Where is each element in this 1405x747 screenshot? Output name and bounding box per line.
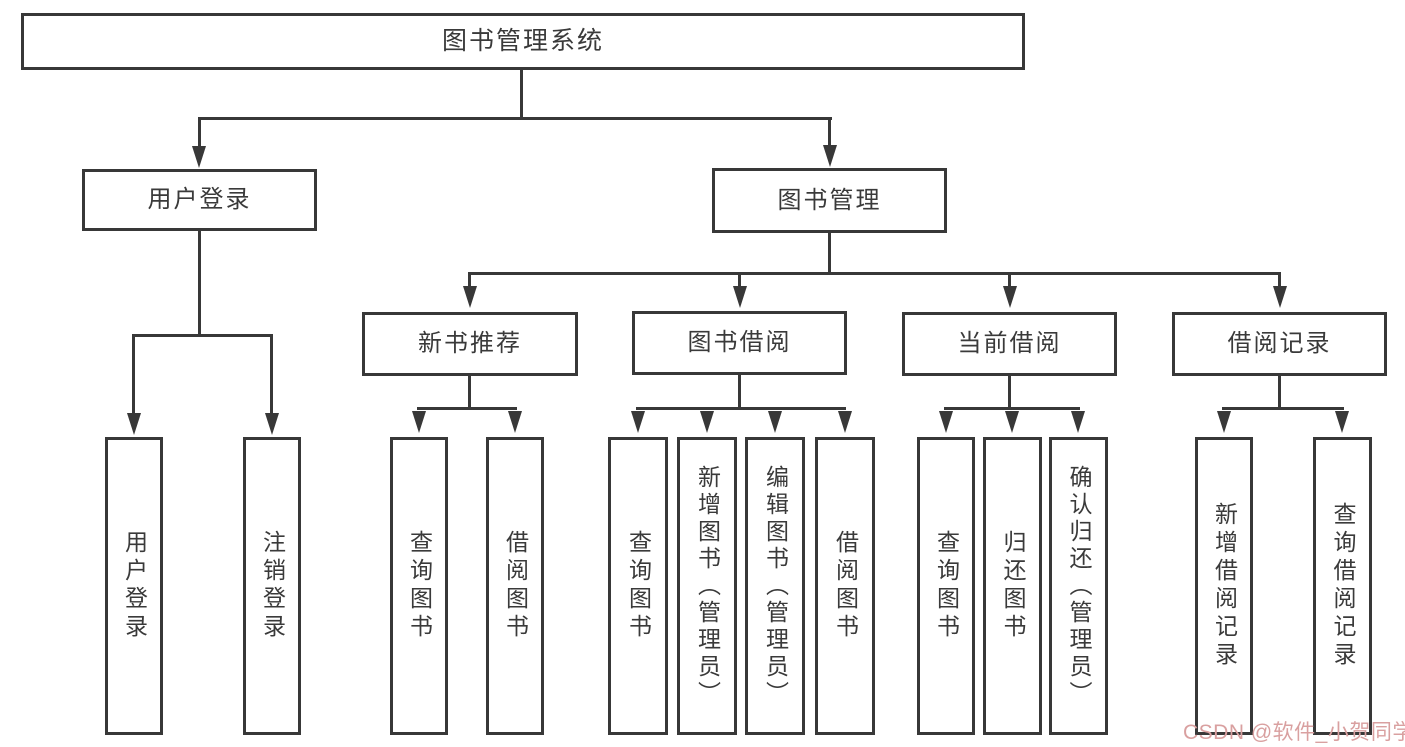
node-book-borrow: 图书借阅 bbox=[632, 311, 847, 375]
arrowhead-borrow bbox=[733, 286, 747, 308]
arrowhead-br2 bbox=[1335, 411, 1349, 433]
arrowhead-record bbox=[1273, 286, 1287, 308]
connector-stub-book-mgmt bbox=[828, 117, 831, 145]
arrowhead-ul2 bbox=[265, 413, 279, 435]
connector-stub-ul2 bbox=[270, 334, 273, 415]
arrowhead-bb1 bbox=[631, 411, 645, 433]
connector-stub-record bbox=[1278, 272, 1281, 288]
connector-user-login-stem bbox=[198, 231, 201, 337]
arrowhead-bb4 bbox=[838, 411, 852, 433]
node-user-login: 用户登录 bbox=[82, 169, 317, 231]
connector-borrow-stem bbox=[738, 375, 741, 410]
arrowhead-br1 bbox=[1217, 411, 1231, 433]
connector-user-login-branch bbox=[132, 334, 273, 337]
node-borrow-record: 借阅记录 bbox=[1172, 312, 1387, 376]
watermark: CSDN @软件_小贺同学 bbox=[1183, 721, 1405, 744]
arrowhead-cb2 bbox=[1005, 411, 1019, 433]
connector-stub-user-login bbox=[198, 117, 201, 146]
leaf-bb-edit-books-admin: 编辑图书（管理员） bbox=[745, 437, 805, 735]
arrowhead-bb3 bbox=[768, 411, 782, 433]
connector-rec-stem bbox=[468, 376, 471, 410]
leaf-br-query-record: 查询借阅记录 bbox=[1313, 437, 1372, 735]
connector-record-branch bbox=[1222, 407, 1344, 410]
arrowhead-ul1 bbox=[127, 413, 141, 435]
arrowhead-bb2 bbox=[700, 411, 714, 433]
leaf-cb-return-books: 归还图书 bbox=[983, 437, 1042, 735]
node-root: 图书管理系统 bbox=[21, 13, 1025, 70]
arrowhead-cb3 bbox=[1071, 411, 1085, 433]
leaf-cb-confirm-return-admin: 确认归还（管理员） bbox=[1049, 437, 1108, 735]
leaf-bb-add-books-admin: 新增图书（管理员） bbox=[677, 437, 737, 735]
leaf-bb-query-books: 查询图书 bbox=[608, 437, 668, 735]
connector-borrow-branch bbox=[636, 407, 846, 410]
arrowhead-current bbox=[1003, 286, 1017, 308]
connector-stub-rec bbox=[468, 272, 471, 288]
leaf-user-login: 用户登录 bbox=[105, 437, 163, 735]
leaf-br-add-record: 新增借阅记录 bbox=[1195, 437, 1253, 735]
connector-stub-borrow bbox=[738, 272, 741, 288]
arrowhead-user-login bbox=[192, 146, 206, 168]
leaf-rec-borrow-books: 借阅图书 bbox=[486, 437, 544, 735]
arrowhead-rec bbox=[463, 286, 477, 308]
connector-current-branch bbox=[944, 407, 1080, 410]
connector-book-mgmt-stem bbox=[828, 233, 831, 275]
leaf-rec-query-books: 查询图书 bbox=[390, 437, 448, 735]
connector-rec-branch bbox=[417, 407, 517, 410]
arrowhead-rec1 bbox=[412, 411, 426, 433]
leaf-logout: 注销登录 bbox=[243, 437, 301, 735]
arrowhead-rec2 bbox=[508, 411, 522, 433]
connector-stub-ul1 bbox=[132, 334, 135, 415]
connector-level3-branch bbox=[469, 272, 1281, 275]
arrowhead-cb1 bbox=[939, 411, 953, 433]
connector-current-stem bbox=[1008, 376, 1011, 410]
node-current-borrow: 当前借阅 bbox=[902, 312, 1117, 376]
connector-record-stem bbox=[1278, 376, 1281, 410]
node-book-mgmt: 图书管理 bbox=[712, 168, 947, 233]
connector-stub-current bbox=[1008, 272, 1011, 288]
node-new-book-rec: 新书推荐 bbox=[362, 312, 578, 376]
arrowhead-book-mgmt bbox=[823, 145, 837, 167]
connector-level2-branch bbox=[198, 117, 832, 120]
leaf-cb-query-books: 查询图书 bbox=[917, 437, 975, 735]
connector-root-stem bbox=[520, 70, 523, 118]
leaf-bb-borrow-books: 借阅图书 bbox=[815, 437, 875, 735]
